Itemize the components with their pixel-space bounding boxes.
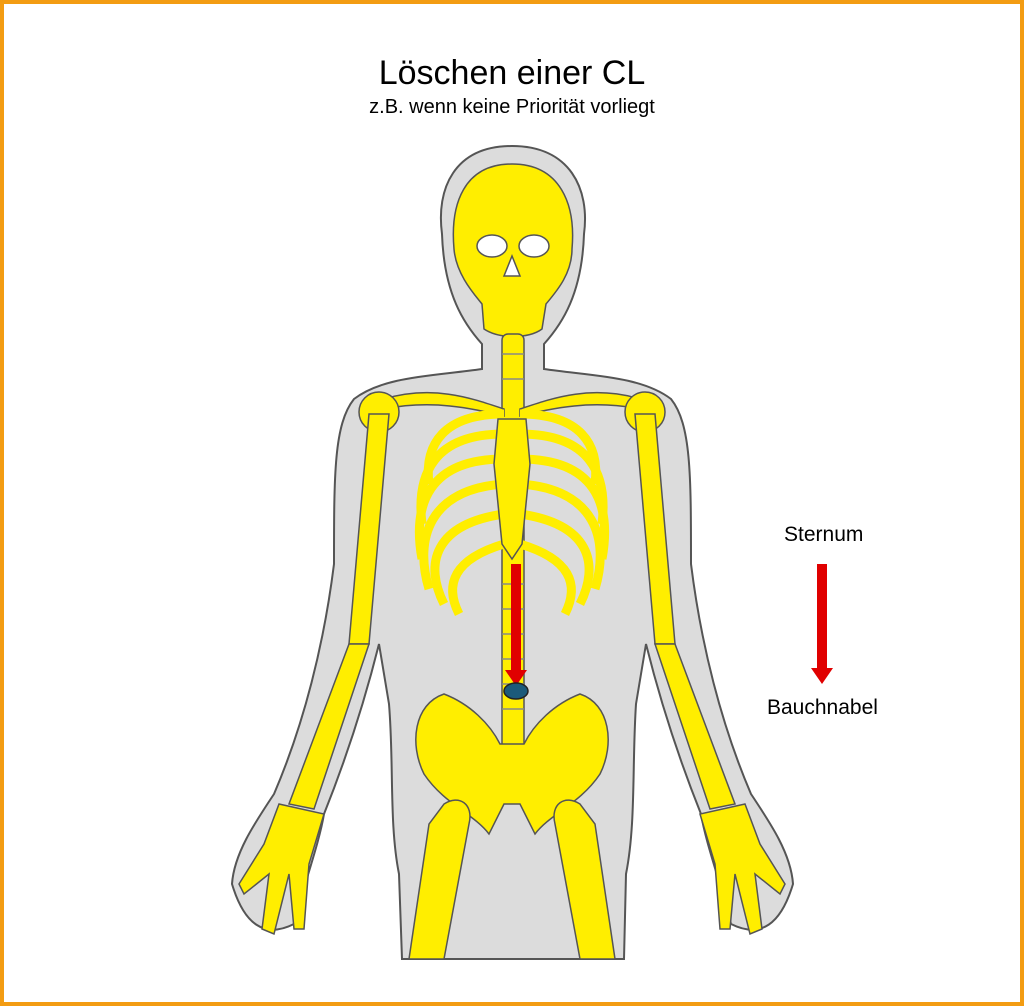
navel-label: Bauchnabel [767, 696, 878, 719]
skeleton-illustration [230, 144, 833, 960]
pelvis [415, 693, 609, 836]
navel-marker [503, 682, 529, 700]
spine-arrow [505, 564, 527, 686]
slide-title: Löschen einer CL [378, 54, 646, 92]
slide-subtitle: z.B. wenn keine Priorität vorliegt [369, 96, 655, 118]
sternum-label: Sternum [784, 523, 864, 546]
sternum [493, 418, 531, 561]
legend-arrow [811, 564, 833, 684]
